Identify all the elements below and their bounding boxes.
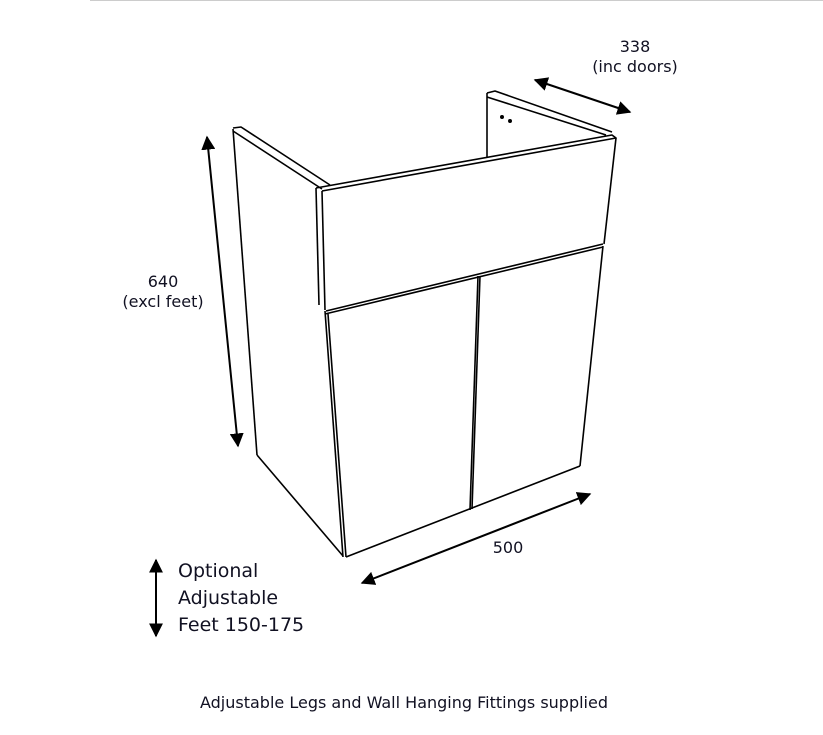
feet-note-line1: Optional	[178, 560, 259, 582]
back-panel	[486, 90, 613, 158]
depth-label: 338 (inc doors)	[580, 37, 690, 77]
feet-note-line2: Adjustable	[178, 587, 279, 609]
height-value: 640	[147, 272, 179, 291]
width-arrow	[360, 492, 592, 585]
top-rail	[315, 134, 617, 311]
height-label: 640 (excl feet)	[108, 272, 218, 312]
depth-note: (inc doors)	[592, 57, 678, 76]
depth-arrow	[533, 77, 632, 115]
feet-note: Optional Adjustable Feet 150-175	[178, 558, 304, 639]
doors	[324, 245, 604, 558]
top-rule	[90, 0, 823, 1]
width-label: 500	[478, 538, 538, 558]
feet-note-line3: Feet 150-175	[178, 614, 305, 636]
rail-divider	[324, 243, 604, 315]
caption: Adjustable Legs and Wall Hanging Fitting…	[199, 693, 608, 712]
height-arrow	[201, 135, 244, 448]
height-note: (excl feet)	[122, 292, 204, 311]
width-value: 500	[492, 538, 524, 557]
depth-value: 338	[619, 37, 651, 56]
